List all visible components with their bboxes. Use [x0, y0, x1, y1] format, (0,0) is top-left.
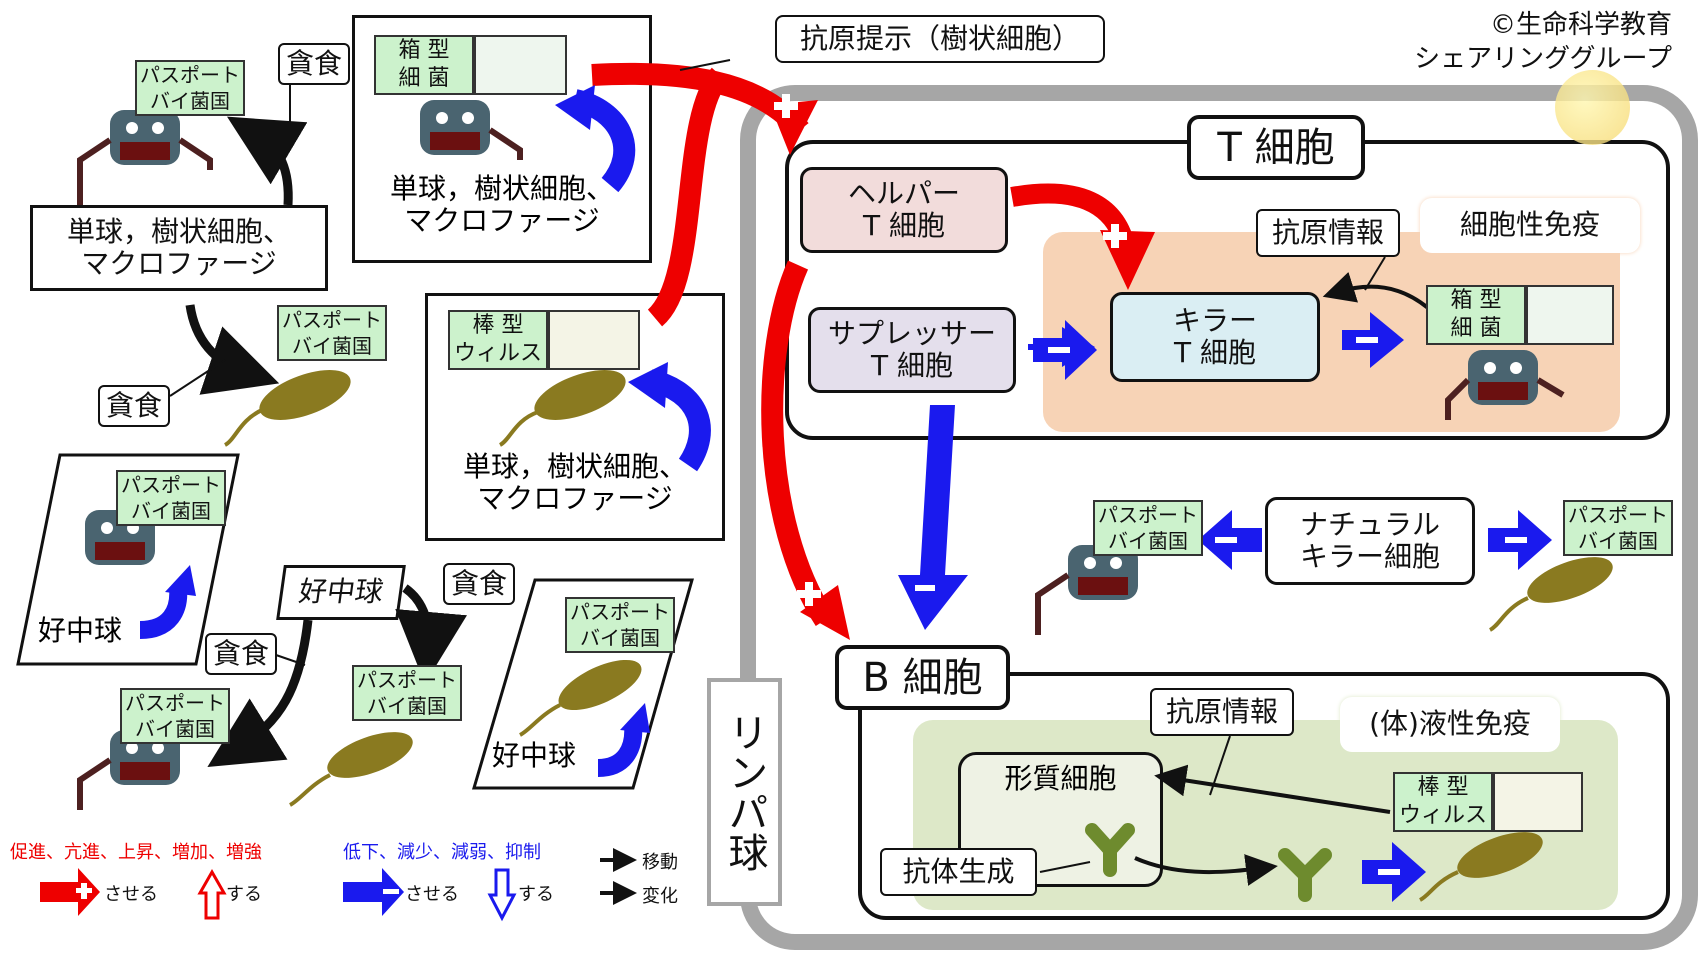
t-cell-title: T 細胞	[1187, 115, 1365, 180]
phagocytes-box-left: 単球，樹状細胞、マクロファージ	[30, 205, 328, 291]
passport-tag-3: パスポートバイ菌国	[116, 470, 226, 526]
chick-illustration	[1555, 70, 1630, 145]
black-arrow-neutrophil-down-left	[207, 619, 313, 767]
black-arrow-antigen-info-t	[1322, 271, 1430, 310]
blue-arrow-suppressor-to-b	[898, 405, 968, 630]
red-arrow-virus-up	[647, 67, 729, 327]
black-arrow-phagocyte-up	[227, 116, 308, 206]
black-arrow-phagocyte-down	[185, 304, 280, 395]
tag-box-bacterium-1: 箱 型細 菌	[374, 35, 474, 95]
b-cell-region	[858, 672, 1670, 920]
passport-tag-6: パスポートバイ菌国	[565, 597, 675, 653]
legend-blue-do: する	[518, 884, 554, 905]
phagocytosis-label-4: 貪食	[205, 633, 277, 675]
legend-red-do: する	[226, 884, 262, 905]
tag-box-bacterium-image-1	[474, 35, 567, 95]
black-arrow-antigen-info-b	[1154, 764, 1391, 814]
plus-signs	[774, 94, 1127, 606]
antigen-info-label-b: 抗原情報	[1150, 688, 1294, 736]
b-cell-title: B 細胞	[835, 645, 1010, 710]
black-arrow-antibody	[1134, 854, 1278, 886]
tag-box-bacterium-image-2	[1526, 285, 1614, 345]
antibody-icon-1	[1085, 823, 1135, 877]
lymphocyte-label: リンパ球	[707, 678, 782, 906]
humoral-immunity-label: (体)液性免疫	[1340, 697, 1560, 752]
cellular-immunity-label: 細胞性免疫	[1420, 198, 1640, 253]
nk-cell: ナチュラルキラー細胞	[1265, 497, 1475, 585]
legend-change: 変化	[642, 886, 678, 907]
phagocytosis-label-3: 貪食	[443, 563, 515, 605]
tag-rod-virus-2: 棒 型ウィルス	[1393, 772, 1493, 832]
neutrophil-text-right: 好中球	[492, 739, 577, 772]
legend-red-arrow	[40, 868, 100, 916]
phagocytosis-label-1: 貪食	[278, 43, 350, 85]
passport-tag-1: パスポートバイ菌国	[135, 60, 245, 116]
passport-tag-2: パスポートバイ菌国	[277, 305, 387, 361]
antigen-info-label-t: 抗原情報	[1256, 209, 1400, 257]
passport-tag-4: パスポートバイ菌国	[120, 688, 230, 744]
red-arrow-to-b	[761, 260, 835, 626]
box-bacterium-icon	[77, 100, 1565, 810]
legend-red-up	[197, 868, 227, 920]
red-arrowhead-b	[800, 585, 850, 640]
legend-blue-text: 低下、減少、減弱、抑制	[343, 842, 541, 863]
antigen-presentation-label: 抗原提示（樹状細胞）	[775, 15, 1105, 63]
legend-red-make: させる	[104, 884, 158, 905]
passport-tag-5: パスポートバイ菌国	[352, 665, 462, 721]
legend-move: 移動	[642, 852, 678, 873]
tag-rod-virus-1: 棒 型ウィルス	[448, 310, 548, 370]
legend-blue-arrow	[343, 868, 404, 916]
antibody-production-label: 抗体生成	[880, 848, 1037, 896]
copyright: ©生命科学教育シェアリンググループ	[1414, 10, 1672, 74]
legend-blue-make: させる	[405, 884, 459, 905]
blue-curve-neutrophil-left	[139, 587, 188, 639]
legend-red-text: 促進、亢進、上昇、増加、増強	[10, 842, 262, 863]
legend-blue-down	[487, 868, 517, 922]
tag-box-bacterium-2: 箱 型細 菌	[1426, 285, 1526, 345]
rod-virus-icon	[259, 370, 1613, 878]
tag-rod-virus-image-2	[1493, 772, 1583, 832]
phagocytosis-label-2: 貪食	[98, 385, 170, 427]
tag-rod-virus-image-1	[548, 310, 640, 370]
passport-tag-8: パスポートバイ菌国	[1563, 500, 1673, 556]
passport-tag-7: パスポートバイ菌国	[1093, 500, 1203, 556]
antibody-icon-2	[1278, 848, 1332, 902]
neutrophil-text-left: 好中球	[38, 614, 123, 647]
black-arrow-neutrophil-down-right	[395, 584, 467, 684]
